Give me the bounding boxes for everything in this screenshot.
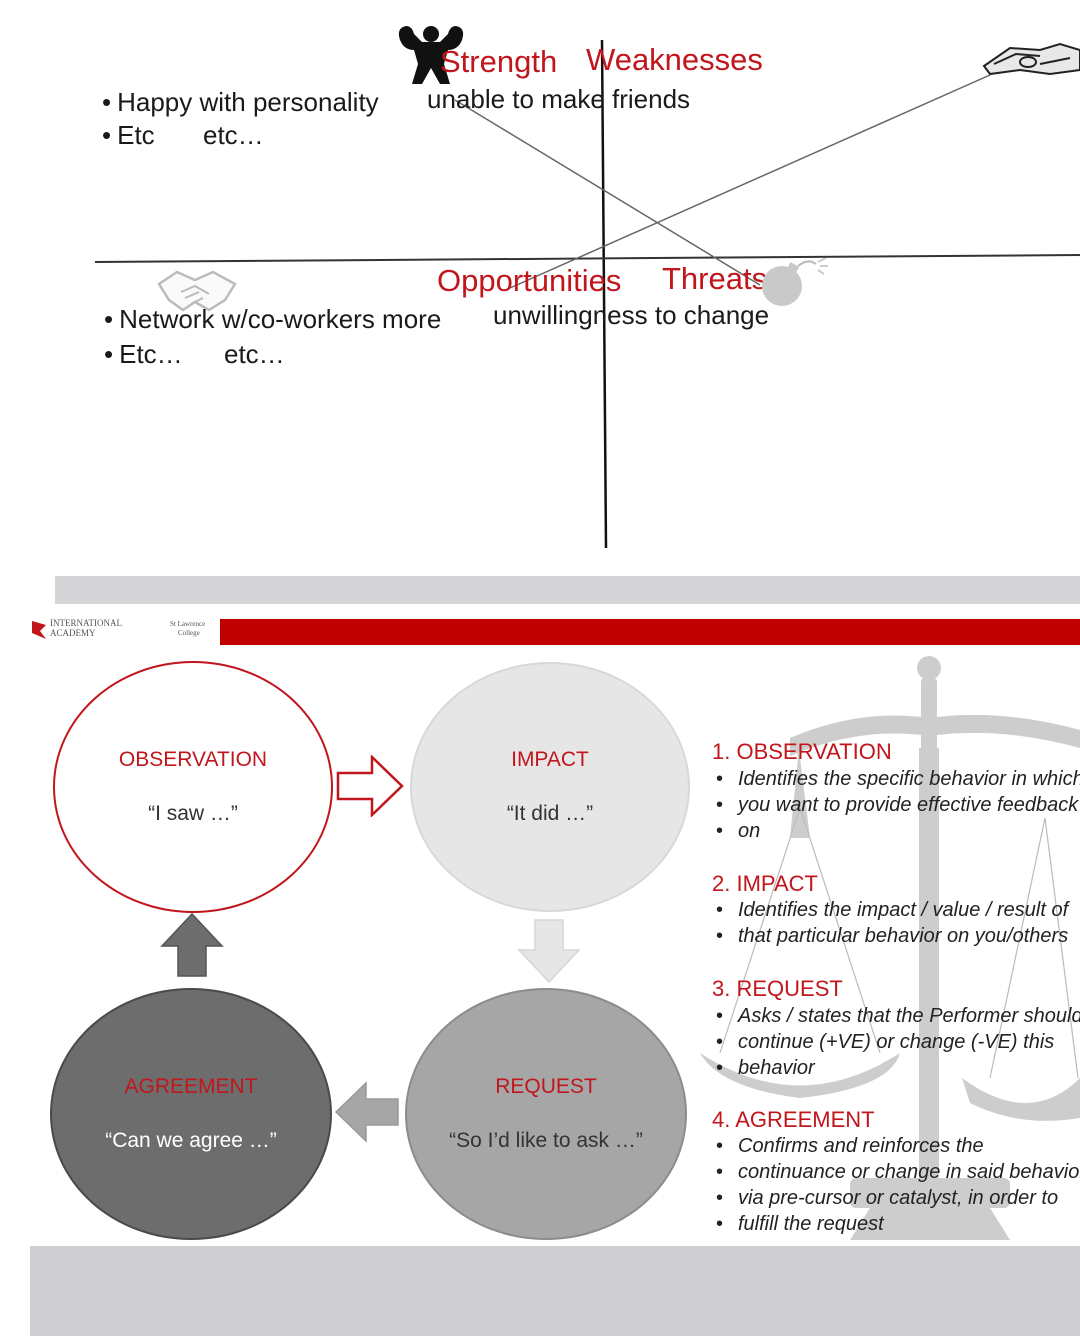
step-1-line-3: on: [738, 818, 760, 844]
strength-title: Strength: [440, 44, 558, 79]
step-4-heading: 4. AGREEMENT: [712, 1107, 875, 1132]
agreement-circle: AGREEMENT “Can we agree …”: [50, 988, 332, 1240]
bomb-icon: [762, 258, 828, 306]
threat-item: etc…: [224, 339, 285, 369]
step-2-line-2: that particular behavior on you/others: [738, 923, 1068, 949]
step-4-line: Confirms and reinforces the: [716, 1133, 984, 1159]
arrow-up-icon: [160, 912, 224, 977]
opportunity-item: Etc…: [104, 341, 183, 367]
request-title: REQUEST: [495, 1075, 597, 1098]
agreement-title: AGREEMENT: [124, 1075, 258, 1098]
agreement-quote: “Can we agree …”: [105, 1129, 277, 1152]
impact-quote: “It did …”: [506, 802, 594, 825]
step-4-line-4: fulfill the request: [738, 1211, 884, 1237]
college-logo-line-1: St Lawrence: [170, 620, 206, 628]
impact-circle: IMPACT “It did …”: [410, 662, 690, 912]
college-logo-line-2: College: [178, 629, 200, 637]
cross-line-a: [454, 99, 761, 286]
step-4-line-2: continuance or change in said behavior: [738, 1159, 1080, 1185]
strongman-icon: [398, 26, 464, 84]
bottom-gray-band: [30, 1246, 1080, 1336]
observation-circle: OBSERVATION “I saw …”: [53, 661, 333, 913]
step-1-line: Identifies the specific behavior in whic…: [716, 766, 1080, 792]
cross-line-b: [509, 74, 991, 289]
logo-line-2: ACADEMY: [50, 628, 96, 638]
opportunities-title: Opportunities: [437, 263, 622, 298]
observation-title: OBSERVATION: [118, 748, 268, 771]
request-quote: “So I’d like to ask …”: [449, 1129, 643, 1152]
step-3-line-2: continue (+VE) or change (-VE) this: [738, 1029, 1054, 1055]
strength-item: Etc: [102, 122, 155, 148]
step-4-line-3: via pre-cursor or catalyst, in order to: [738, 1185, 1058, 1211]
opportunity-item: Network w/co-workers more: [104, 306, 441, 332]
arrow-down-icon: [517, 919, 581, 984]
threats-title: Threats: [662, 261, 768, 296]
header-bar: [220, 619, 1080, 645]
arrow-left-icon: [334, 1081, 399, 1143]
money-icon: [982, 42, 1080, 76]
request-circle: REQUEST “So I’d like to ask …”: [405, 988, 687, 1240]
logo-line-1: INTERNATIONAL: [50, 618, 122, 628]
vertical-divider: [600, 39, 608, 549]
swot-lines: [94, 39, 1080, 549]
observation-quote: “I saw …”: [148, 802, 238, 825]
step-1-heading: 1. OBSERVATION: [712, 739, 892, 764]
step-3-heading: 3. REQUEST: [712, 976, 843, 1001]
step-2-heading: 2. IMPACT: [712, 871, 818, 896]
step-3-line: Asks / states that the Performer should: [716, 1003, 1080, 1029]
slide-separator: [55, 576, 1080, 604]
step-1-line-2: you want to provide effective feedback: [738, 792, 1078, 818]
step-2-line: Identifies the impact / value / result o…: [716, 897, 1068, 923]
threat-item: unwillingness to change: [493, 300, 770, 330]
weaknesses-title: Weaknesses: [586, 42, 763, 77]
weakness-item: etc…: [203, 120, 264, 150]
weakness-item: unable to make friends: [427, 84, 691, 114]
horizontal-divider: [94, 254, 1080, 263]
strength-item: Happy with personality: [102, 89, 379, 115]
school-logo-icon: [32, 621, 46, 639]
step-3-line-3: behavior: [738, 1055, 815, 1081]
arrow-right-icon: [336, 755, 404, 817]
impact-title: IMPACT: [511, 748, 589, 771]
